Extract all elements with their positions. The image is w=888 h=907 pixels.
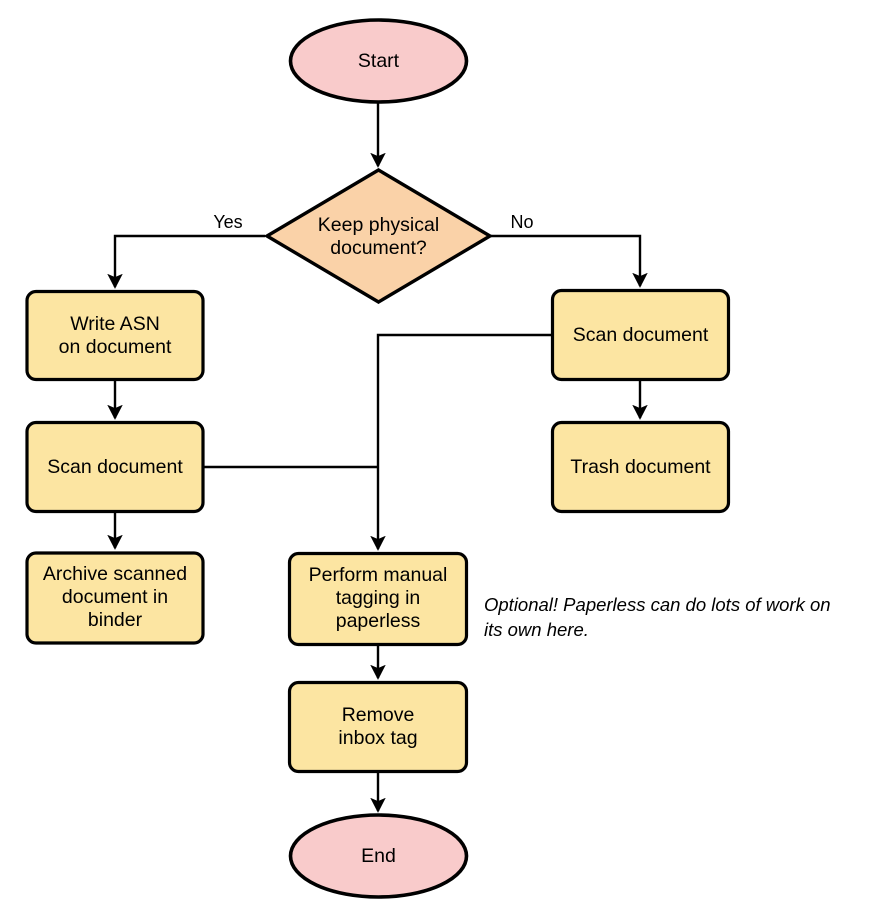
end-label: End	[361, 845, 396, 867]
start-label: Start	[358, 50, 400, 72]
scan-document-left-box[interactable]	[25, 420, 205, 514]
note-line2: its own here.	[484, 619, 589, 640]
node-archive-scanned-document[interactable]: Archive scanned document in binder	[25, 551, 205, 645]
node-remove-inbox-tag[interactable]: Remove inbox tag	[287, 680, 469, 774]
trash-document-label: Trash document	[570, 456, 711, 478]
node-write-asn-on-document[interactable]: Write ASN on document	[25, 289, 205, 382]
remove-inbox-tag-box[interactable]	[287, 680, 469, 774]
trash-document-box[interactable]	[550, 420, 731, 514]
edge-scan-right-to-manual-tagging	[370, 333, 552, 551]
node-scan-document-left[interactable]: Scan document	[25, 420, 205, 514]
manual-tagging-box[interactable]	[287, 551, 469, 647]
node-perform-manual-tagging[interactable]: Perform manual tagging in paperless	[287, 551, 469, 647]
archive-box[interactable]	[25, 551, 205, 645]
edge-label-yes: Yes	[213, 212, 242, 232]
archive-label-line2: document in	[62, 586, 168, 608]
node-decision-keep-physical-document[interactable]: Keep physical document?	[263, 168, 494, 304]
manual-tagging-label-line2: tagging in	[336, 587, 421, 609]
node-start[interactable]: Start	[288, 18, 469, 104]
edge-decision-no-to-scan-right	[490, 234, 648, 288]
manual-tagging-label-line3: paperless	[336, 610, 421, 632]
note-line1: Optional! Paperless can do lots of work …	[484, 594, 831, 615]
connector-layer	[107, 102, 648, 813]
note-optional-paperless: Optional! Paperless can do lots of work …	[484, 594, 831, 640]
node-scan-document-right[interactable]: Scan document	[550, 288, 731, 382]
edge-decision-yes-to-write-asn	[107, 234, 265, 289]
decision-diamond[interactable]	[263, 168, 494, 304]
node-end[interactable]: End	[288, 813, 469, 899]
remove-inbox-label-line2: inbox tag	[338, 727, 417, 749]
scan-document-right-label: Scan document	[573, 324, 709, 346]
end-ellipse[interactable]	[288, 813, 469, 899]
decision-label-line2: document?	[330, 237, 427, 259]
node-trash-document[interactable]: Trash document	[550, 420, 731, 514]
manual-tagging-label-line1: Perform manual	[309, 564, 448, 586]
edge-label-no: No	[510, 212, 533, 232]
write-asn-label-line1: Write ASN	[70, 313, 160, 335]
remove-inbox-label-line1: Remove	[342, 704, 415, 726]
decision-label-line1: Keep physical	[318, 214, 439, 236]
scan-document-right-box[interactable]	[550, 288, 731, 382]
write-asn-box[interactable]	[25, 289, 205, 382]
archive-label-line3: binder	[88, 609, 143, 631]
archive-label-line1: Archive scanned	[43, 563, 187, 585]
start-ellipse[interactable]	[288, 18, 469, 104]
scan-document-left-label: Scan document	[47, 456, 183, 478]
write-asn-label-line2: on document	[59, 336, 172, 358]
